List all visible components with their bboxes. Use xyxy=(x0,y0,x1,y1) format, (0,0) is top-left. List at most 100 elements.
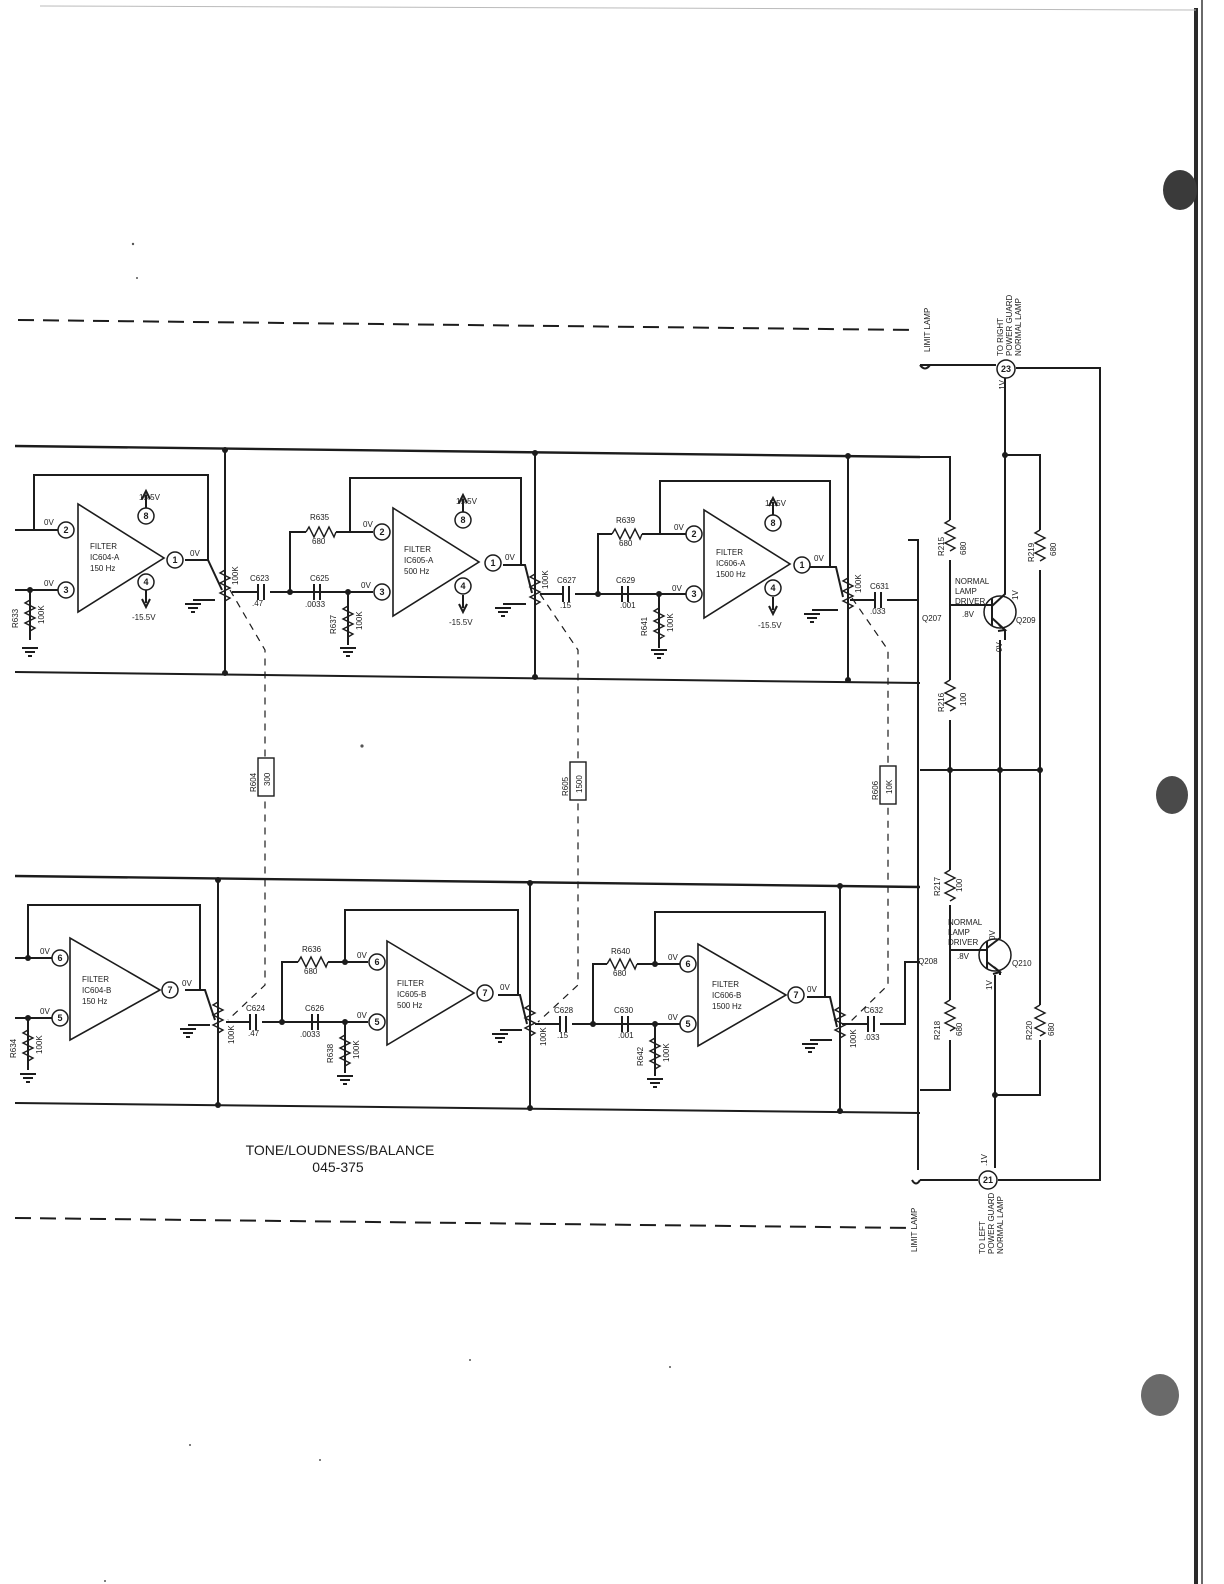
svg-text:C623: C623 xyxy=(250,574,270,583)
svg-text:FILTER: FILTER xyxy=(397,979,424,988)
svg-text:NORMAL: NORMAL xyxy=(948,918,983,927)
svg-text:5: 5 xyxy=(374,1017,379,1027)
svg-text:1500: 1500 xyxy=(575,775,584,793)
capacitor-symbols xyxy=(249,584,882,1032)
svg-text:100K: 100K xyxy=(231,566,240,585)
svg-text:8: 8 xyxy=(143,511,148,521)
svg-text:R218: R218 xyxy=(933,1020,942,1040)
svg-text:LAMP: LAMP xyxy=(955,587,977,596)
svg-text:100: 100 xyxy=(959,692,968,706)
svg-text:150 Hz: 150 Hz xyxy=(82,997,107,1006)
svg-text:R638: R638 xyxy=(326,1043,335,1063)
svg-text:Q207: Q207 xyxy=(922,614,942,623)
svg-text:500 Hz: 500 Hz xyxy=(404,567,429,576)
svg-text:23: 23 xyxy=(1001,364,1011,374)
svg-text:0V: 0V xyxy=(505,553,515,562)
svg-text:Q210: Q210 xyxy=(1012,959,1032,968)
svg-text:100K: 100K xyxy=(227,1025,236,1044)
svg-text:FILTER: FILTER xyxy=(716,548,743,557)
resistor-symbols xyxy=(21,525,855,1070)
transistors xyxy=(978,359,1017,1190)
svg-text:C625: C625 xyxy=(310,574,330,583)
svg-text:100K: 100K xyxy=(666,613,675,632)
svg-text:IC604-B: IC604-B xyxy=(82,986,111,995)
pot-gang-links xyxy=(227,589,889,1025)
svg-text:R216: R216 xyxy=(937,692,946,712)
svg-text:DRIVER: DRIVER xyxy=(948,938,978,947)
svg-text:C628: C628 xyxy=(554,1006,574,1015)
svg-text:R606: R606 xyxy=(871,780,880,800)
title-line-2: 045-375 xyxy=(312,1159,364,1175)
svg-text:.001: .001 xyxy=(618,1031,634,1040)
svg-text:7: 7 xyxy=(793,990,798,1000)
svg-text:IC605-B: IC605-B xyxy=(397,990,426,999)
svg-text:680: 680 xyxy=(613,969,627,978)
svg-text:680: 680 xyxy=(619,539,633,548)
svg-text:0V: 0V xyxy=(363,520,373,529)
opamp-pins xyxy=(51,507,811,1033)
svg-text:C630: C630 xyxy=(614,1006,634,1015)
linked-resistor-boxes xyxy=(257,757,897,805)
svg-text:R635: R635 xyxy=(310,513,330,522)
svg-text:R604: R604 xyxy=(249,772,258,792)
svg-text:R217: R217 xyxy=(933,876,942,896)
svg-text:150 Hz: 150 Hz xyxy=(90,564,115,573)
svg-text:680: 680 xyxy=(1049,542,1058,556)
svg-text:C626: C626 xyxy=(305,1004,325,1013)
svg-text:NORMAL: NORMAL xyxy=(955,577,990,586)
svg-text:POWER GUARD: POWER GUARD xyxy=(987,1192,996,1254)
svg-text:TO LEFT: TO LEFT xyxy=(978,1221,987,1254)
scan-specks xyxy=(104,242,671,1582)
svg-text:R642: R642 xyxy=(636,1046,645,1066)
svg-text:C624: C624 xyxy=(246,1004,266,1013)
svg-text:0V: 0V xyxy=(44,579,54,588)
svg-text:8: 8 xyxy=(770,518,775,528)
svg-text:.1V: .1V xyxy=(980,1153,989,1166)
voltage-labels: 15.5V -15.5V 15.5V -15.5V 15.5V -15.5V 0… xyxy=(40,493,824,1022)
svg-text:680: 680 xyxy=(304,967,318,976)
svg-text:3: 3 xyxy=(691,589,696,599)
svg-text:100K: 100K xyxy=(849,1029,858,1048)
svg-text:0V: 0V xyxy=(500,983,510,992)
svg-text:100K: 100K xyxy=(854,574,863,593)
component-labels: C623 .47 C625 .0033 C627 .15 C629 .001 C… xyxy=(9,513,894,1066)
binder-hole-bottom xyxy=(1141,1374,1179,1416)
svg-text:IC604-A: IC604-A xyxy=(90,553,120,562)
svg-text:0V: 0V xyxy=(40,1007,50,1016)
svg-text:-15.5V: -15.5V xyxy=(449,618,473,627)
svg-text:.8V: .8V xyxy=(957,952,970,961)
svg-text:5: 5 xyxy=(57,1013,62,1023)
svg-text:R220: R220 xyxy=(1025,1020,1034,1040)
svg-text:LIMIT LAMP: LIMIT LAMP xyxy=(923,308,932,352)
svg-text:680: 680 xyxy=(955,1022,964,1036)
svg-text:21: 21 xyxy=(983,1175,993,1185)
svg-text:680: 680 xyxy=(1047,1022,1056,1036)
svg-text:R636: R636 xyxy=(302,945,322,954)
svg-text:0V: 0V xyxy=(361,581,371,590)
svg-text:1: 1 xyxy=(799,560,804,570)
svg-text:IC606-B: IC606-B xyxy=(712,991,741,1000)
svg-text:C631: C631 xyxy=(870,582,890,591)
svg-text:Q208: Q208 xyxy=(918,957,938,966)
svg-text:100K: 100K xyxy=(662,1043,671,1062)
binder-hole-top xyxy=(1163,170,1197,210)
svg-text:0V: 0V xyxy=(182,979,192,988)
svg-text:10K: 10K xyxy=(885,779,894,794)
svg-text:0V: 0V xyxy=(40,947,50,956)
svg-text:FILTER: FILTER xyxy=(712,980,739,989)
svg-text:0V: 0V xyxy=(357,951,367,960)
chassis-line-top xyxy=(17,319,916,331)
svg-text:TO RIGHT: TO RIGHT xyxy=(996,318,1005,356)
svg-text:0V: 0V xyxy=(190,549,200,558)
opamps xyxy=(69,502,792,1048)
svg-text:.001: .001 xyxy=(620,601,636,610)
svg-text:.15: .15 xyxy=(557,1031,569,1040)
lamp-driver-wiring xyxy=(908,364,1101,1185)
svg-text:8: 8 xyxy=(460,515,465,525)
svg-text:1: 1 xyxy=(490,558,495,568)
svg-text:2: 2 xyxy=(63,525,68,535)
svg-text:FILTER: FILTER xyxy=(404,545,431,554)
svg-text:0V: 0V xyxy=(357,1011,367,1020)
svg-text:0V: 0V xyxy=(668,953,678,962)
